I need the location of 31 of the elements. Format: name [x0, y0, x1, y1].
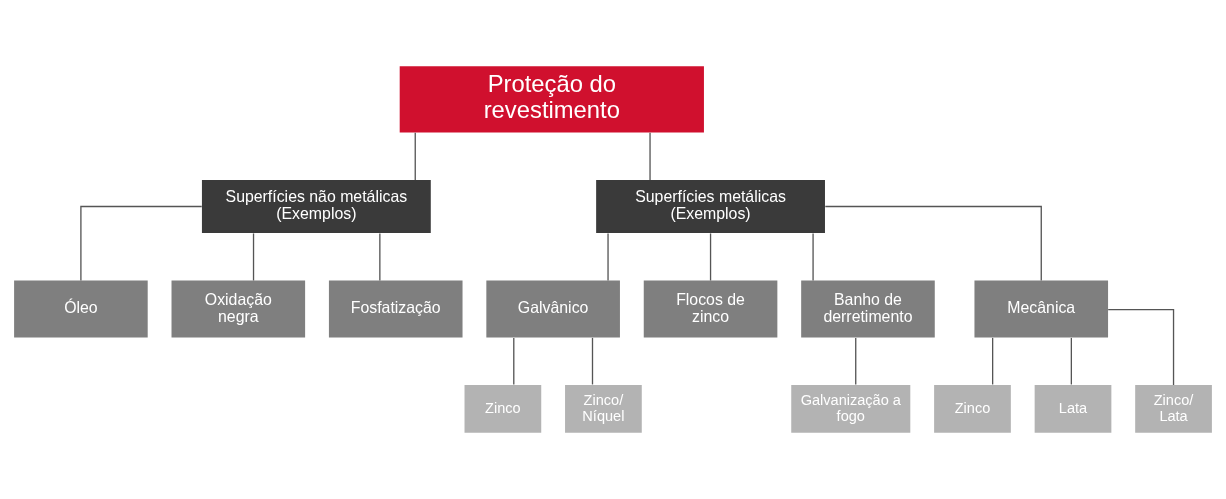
connector [1070, 337, 1072, 386]
node-box: Óleo [14, 280, 148, 338]
connector [855, 337, 857, 386]
node-box: Flocos de zinco [643, 280, 778, 338]
node-box: Proteção do revestimento [399, 66, 704, 133]
node-box: Superfícies metálicas (Exemplos) [596, 180, 825, 233]
node-box: Zinco/ Lata [1135, 385, 1212, 433]
connector [1107, 309, 1175, 386]
connector [709, 232, 712, 282]
node-box: Galvanização a fogo [791, 385, 911, 433]
node-box: Superfícies não metálicas (Exemplos) [201, 180, 431, 233]
node-box: Galvânico [486, 280, 620, 338]
node-box: Banho de derretimento [801, 280, 935, 338]
node-box: Mecânica [974, 280, 1109, 338]
connector [80, 205, 203, 282]
connector [591, 337, 594, 386]
node-box: Zinco/ Níquel [565, 385, 642, 433]
node-box: Zinco [464, 385, 542, 433]
connector [513, 337, 515, 386]
connector [992, 337, 994, 386]
connector [824, 205, 1042, 282]
connector [812, 232, 814, 282]
connector [379, 232, 381, 282]
connector [649, 132, 651, 181]
connector [607, 232, 609, 282]
connector [414, 132, 416, 181]
node-box: Zinco [934, 385, 1011, 433]
node-box: Fosfatização [328, 280, 463, 338]
node-box: Oxidação negra [171, 280, 306, 338]
connector [252, 232, 255, 282]
node-box: Lata [1034, 385, 1112, 433]
